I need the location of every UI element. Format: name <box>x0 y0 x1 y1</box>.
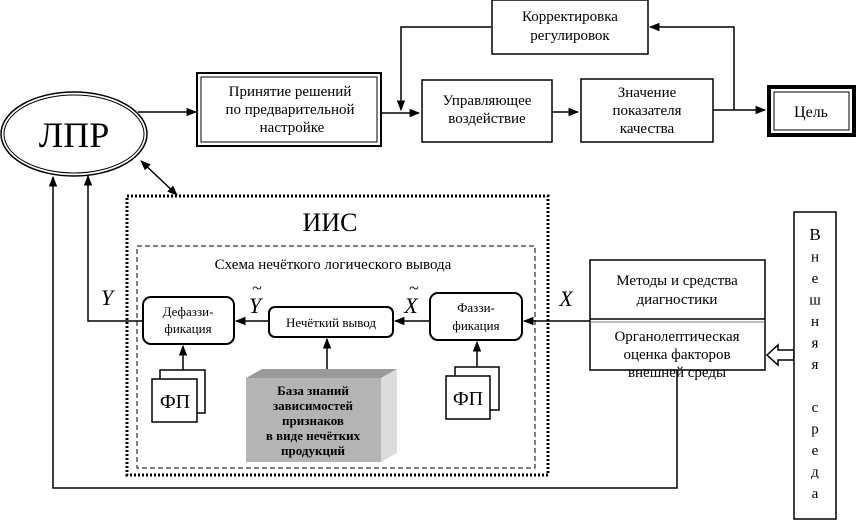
defuzzification-box[interactable]: Дефаззи- фикация <box>142 296 235 345</box>
environment-letter: ш <box>809 293 821 309</box>
fuzzification-line2: фикация <box>452 318 499 333</box>
knowledge-base-line1: База знаний <box>277 383 349 398</box>
organoleptic-line1: Органолептическая <box>614 329 739 345</box>
signal-y-fuzzy: Y ~ <box>249 278 264 318</box>
environment-letter: с <box>812 400 819 416</box>
quality-value-box[interactable]: Значение показателя качества <box>580 78 714 143</box>
arrow-lpr-iis-bidirectional <box>140 160 178 196</box>
knowledge-base-line5: продукций <box>281 443 345 458</box>
membership-function-left[interactable]: ФП <box>151 369 206 423</box>
preliminary-decision-line2: по предварительной <box>225 102 354 118</box>
environment-letter: а <box>812 486 819 502</box>
organoleptic-line3: внешней среды <box>628 365 726 381</box>
fuzzy-scheme-label: Схема нечёткого логического вывода <box>215 257 452 273</box>
signal-x-fuzzy: X ~ <box>403 278 419 318</box>
goal-box[interactable]: Цель <box>767 85 856 137</box>
diagnostics-line2: диагностики <box>637 292 718 308</box>
diagnostics-box[interactable]: Методы и средства диагностики <box>589 259 766 371</box>
arrow-environment-to-organoleptic <box>765 343 795 367</box>
control-action-line2: воздействие <box>448 111 526 127</box>
fuzzification-box[interactable]: Фаззи- фикация <box>429 292 523 341</box>
arrow-y-to-lpr <box>83 174 143 322</box>
preliminary-decision-line1: Принятие решений <box>229 84 352 100</box>
arrow-quality-to-adjustment <box>648 22 735 110</box>
defuzzification-line2: фикация <box>164 321 211 336</box>
tilde-x: ~ <box>409 278 419 298</box>
environment-letter: е <box>812 443 819 459</box>
organoleptic-box[interactable]: Органолептическая оценка факторов внешне… <box>614 329 739 381</box>
environment-letter: В <box>809 225 820 244</box>
knowledge-base-line4: в виде нечётких <box>266 428 361 443</box>
organoleptic-line2: оценка факторов <box>623 347 730 363</box>
diagnostics-line1: Методы и средства <box>616 273 738 289</box>
knowledge-base-line3: признаков <box>282 413 344 428</box>
environment-letter: я <box>812 336 819 352</box>
iis-label: ИИС <box>303 208 358 237</box>
knowledge-base-line2: зависимостей <box>273 398 354 413</box>
environment-letter: д <box>811 465 819 481</box>
environment-letter: н <box>811 250 819 266</box>
preliminary-decision-box[interactable]: Принятие решений по предварительной наст… <box>196 72 382 147</box>
signal-x: X <box>558 286 574 311</box>
signal-y: Y <box>101 285 116 310</box>
signal-x-fuzzy-letter: X <box>403 293 419 318</box>
arrow-adjustment-to-control <box>396 26 491 112</box>
adjustment-box[interactable]: Корректировка регулировок <box>491 0 649 55</box>
environment-letter: н <box>811 314 819 330</box>
fuzzification-line1: Фаззи- <box>457 300 495 315</box>
environment-letter: я <box>812 357 819 373</box>
defuzzification-line1: Дефаззи- <box>163 304 214 319</box>
membership-function-right-label: ФП <box>453 388 483 410</box>
fuzzy-scheme-frame <box>136 245 536 469</box>
iis-frame <box>125 194 550 477</box>
quality-value-line2: показателя <box>612 103 681 119</box>
quality-value-line1: Значение <box>618 85 677 101</box>
decision-maker-node[interactable]: ЛПР <box>0 91 148 177</box>
preliminary-decision-line3: настройке <box>260 120 325 136</box>
control-action-box[interactable]: Управляющее воздействие <box>421 79 553 143</box>
adjustment-line1: Корректировка <box>522 9 618 25</box>
goal-label: Цель <box>794 104 828 121</box>
arrow-organoleptic-to-lpr <box>48 175 678 489</box>
signal-y-fuzzy-letter: Y <box>249 293 264 318</box>
membership-function-right[interactable]: ФП <box>445 366 500 420</box>
membership-function-left-label: ФП <box>160 391 190 413</box>
quality-value-line3: качества <box>620 121 675 137</box>
adjustment-line2: регулировок <box>530 28 610 44</box>
tilde-y: ~ <box>252 278 262 298</box>
fuzzy-inference-box[interactable]: Нечёткий вывод <box>268 306 394 338</box>
control-action-line1: Управляющее <box>443 93 532 109</box>
fuzzy-inference-label: Нечёткий вывод <box>286 315 376 330</box>
knowledge-base-block[interactable]: База знаний зависимостей признаков в вид… <box>246 369 397 462</box>
environment-letter: е <box>812 271 819 287</box>
decision-maker-label: ЛПР <box>39 115 109 155</box>
environment-letter: р <box>811 422 819 438</box>
